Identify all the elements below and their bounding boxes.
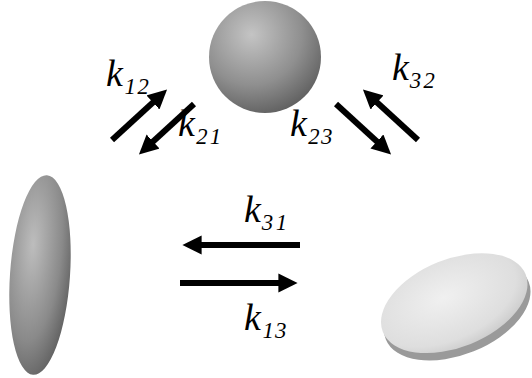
rate-constant: k₁₂ (106, 54, 149, 92)
rate-constant: k₂₁ (178, 104, 221, 142)
oblate-disk (366, 234, 532, 378)
rate-constant: k₃₁ (244, 190, 287, 228)
sphere (209, 1, 321, 113)
prolate-ellipsoid (3, 173, 77, 377)
rate-constant: k₁₃ (244, 298, 287, 336)
rate-arrows (112, 96, 418, 283)
rate-constant: k₃₂ (392, 48, 435, 86)
rate-constant: k₂₃ (290, 104, 333, 142)
